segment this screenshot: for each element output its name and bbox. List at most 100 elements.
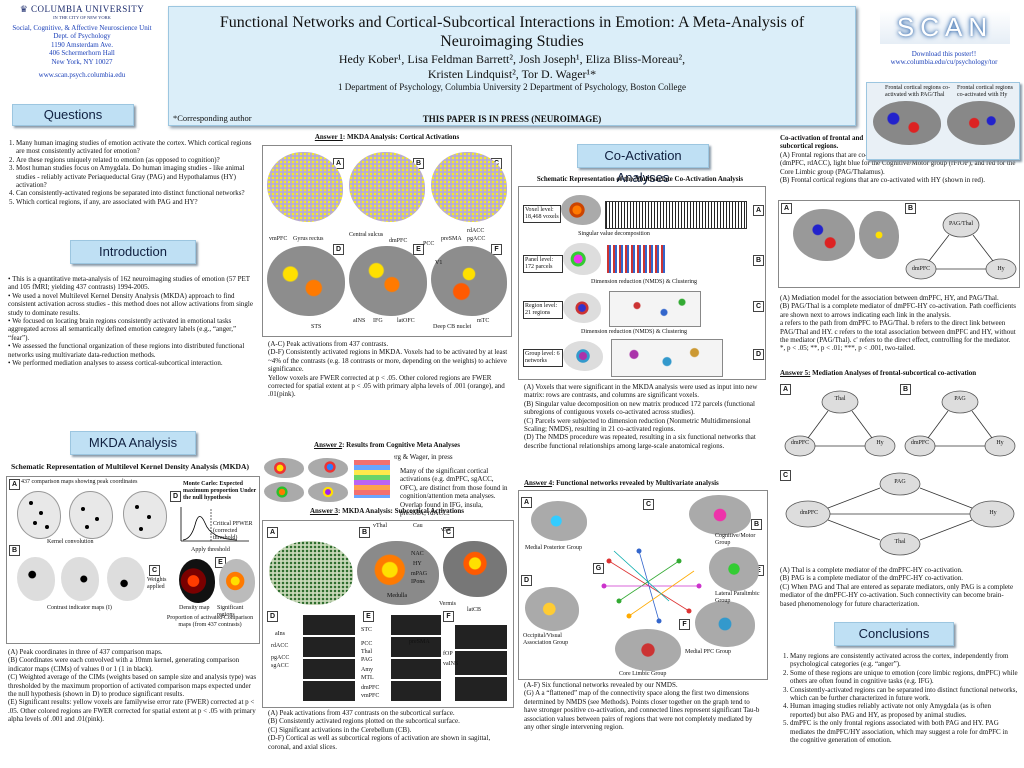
label-presma: preSMA xyxy=(441,236,462,242)
cim-map-2 xyxy=(61,557,99,601)
med-node-x: dmPFC xyxy=(911,266,931,272)
section-mkda-analysis: MKDA Analysis xyxy=(70,431,196,455)
mediation-brain-axial xyxy=(859,211,899,259)
question-item: Most human studies focus on Amygdala. Do… xyxy=(16,164,254,189)
mkda-schematic-title: Schematic Representation of Multilevel K… xyxy=(11,462,249,471)
panel-a-label: A xyxy=(780,384,791,395)
conclusion-item: Many regions are consistently activated … xyxy=(790,652,1018,669)
panel-g-label: G xyxy=(593,563,604,574)
med5-pag-node-c: PAG xyxy=(894,479,906,485)
question-item: Which cortical regions, if any, are asso… xyxy=(16,198,254,206)
conclusion-item: dmPFC is the only frontal regions associ… xyxy=(790,719,1018,744)
panel-c-label: C xyxy=(149,565,160,576)
panel-d-label: D xyxy=(267,611,278,622)
proportion-label: Proportion of activated Comparison maps … xyxy=(166,615,254,628)
network-brain-a xyxy=(531,501,587,541)
voxel-matrix xyxy=(605,201,747,229)
intro-item: • We assessed the functional organizatio… xyxy=(8,342,245,359)
pag-coactivation-brain xyxy=(873,101,941,145)
label-gyrus-rectus: Gyrus rectus xyxy=(293,236,324,242)
conclusion-item: Consistently-activated regions can be se… xyxy=(790,686,1018,703)
panel-b-label: B xyxy=(751,519,762,530)
answer5-caption: (A) Thal is a complete mediator of the d… xyxy=(780,566,1014,608)
med-node-mediator: PAG/Thal xyxy=(948,221,974,227)
panel-e-label: E xyxy=(363,611,374,622)
answer3-figure: A B C vThal Cau vStr NAC HY mPAG IPons M… xyxy=(262,520,514,708)
question-item: Can consistently-activated regions be se… xyxy=(16,189,254,197)
answer4-figure: A C B G D E F Cognitive/Motor Group Medi… xyxy=(518,490,768,680)
med5-y-node-c: Hy xyxy=(989,510,997,516)
cim-map-3 xyxy=(107,557,145,601)
answer2-text: Many of the significant cortical activat… xyxy=(400,467,508,518)
intro-list: • This is a quantitative meta-analysis o… xyxy=(8,275,256,367)
questions-list: Many human imaging studies of emotion ac… xyxy=(4,139,254,206)
coact-schematic-figure: Voxel level: 18,468 voxels A Singular va… xyxy=(518,186,766,380)
med-node-y: Hy xyxy=(997,266,1005,272)
answer4-caption: (A-F) Six functional networks revealed b… xyxy=(524,681,760,732)
subcortical-mkda xyxy=(357,541,439,605)
med5-x-node-b: dmPFC xyxy=(910,440,930,446)
brain-fig-b-title: Frontal cortical regions co-activated wi… xyxy=(957,85,1013,98)
label-sts: STS xyxy=(311,324,322,330)
panel-b-label: B xyxy=(359,527,370,538)
cortex-mkda-lateral xyxy=(267,246,345,316)
conclusion-item: Some of these regions are unique to emot… xyxy=(790,669,1018,686)
brain-fig-a-title: Frontal cortical regions co-activated wi… xyxy=(885,85,951,98)
cog-brain-lateral xyxy=(264,458,304,478)
label-vmpfc: vmPFC xyxy=(361,693,380,699)
label-vains: vaINS xyxy=(443,661,459,667)
authors-line-2: Kristen Lindquist², Tor D. Wager¹* xyxy=(427,67,597,81)
cog-legend xyxy=(354,460,390,498)
panel-d-label: D xyxy=(753,349,764,360)
null-distribution-plot xyxy=(180,507,249,542)
panel-c-label: C xyxy=(753,301,764,312)
label-vthal: vThal xyxy=(373,523,387,529)
step-region: Region level: 21 regions xyxy=(523,301,563,319)
title-banner: Functional Networks and Cortical-Subcort… xyxy=(168,6,856,126)
answer5-title: Answer 5: Mediation Analyses of frontal-… xyxy=(780,369,977,377)
label-nac: NAC xyxy=(411,551,424,557)
label-ains: aINS xyxy=(353,318,366,324)
density-label: Density map xyxy=(179,605,210,611)
parcel-matrix xyxy=(607,245,667,273)
mediation-brain-sagittal xyxy=(793,209,855,261)
download-url[interactable]: www.columbia.edu/cu/psychology/tor xyxy=(890,58,998,67)
label-ifg: IFG xyxy=(373,318,383,324)
network-brain-d xyxy=(525,587,579,631)
med5-thal-node: Thal xyxy=(834,396,846,402)
significant-label: Significant regions xyxy=(217,605,244,618)
critical-label: Critical PFWER (corrected threshold) xyxy=(213,521,253,541)
poster-title: Functional Networks and Cortical-Subcort… xyxy=(219,14,805,50)
answer2-title: Answer 2: Results from Cognitive Meta An… xyxy=(314,441,460,449)
med5-x-node-a: dmPFC xyxy=(790,440,810,446)
university-sub: IN THE CITY OF NEW YORK xyxy=(53,15,111,20)
peak-map-1 xyxy=(17,491,61,539)
lab-url[interactable]: www.scan.psych.columbia.edu xyxy=(38,71,126,80)
panel-d-label: D xyxy=(521,575,532,586)
label-v1: V1 xyxy=(435,260,443,266)
label-ipons: IPons xyxy=(411,579,425,585)
answer1-title: Answer 1: MKDA Analysis: Cortical Activa… xyxy=(314,133,460,141)
hy-coactivation-brain xyxy=(947,101,1015,145)
region-brain xyxy=(563,293,601,323)
panel-a-label: A xyxy=(9,479,20,490)
label-sgacc: sgACC xyxy=(271,663,289,669)
label-pcc: PCC xyxy=(423,241,435,247)
significant-map xyxy=(219,559,255,603)
panel-a-label: A xyxy=(521,497,532,508)
peak-map-2 xyxy=(69,491,113,539)
slice-grid-d xyxy=(303,615,355,703)
label-vstr: vStr xyxy=(441,527,452,533)
cortex-peaks-ventral xyxy=(431,152,507,222)
mediation-figure: A B PAG/Thal dmPFC Hy xyxy=(778,200,1020,288)
label-stc: STC xyxy=(361,627,373,633)
panel-b-label: B xyxy=(753,255,764,266)
section-questions: Questions xyxy=(12,104,134,126)
cim-map-1 xyxy=(17,557,55,601)
crown-icon: ♛ xyxy=(19,4,29,14)
conclusion-item: Human imaging studies reliably activate … xyxy=(790,702,1018,719)
connectivity-graph xyxy=(601,548,702,624)
answer3-title: Answer 3: MKDA Analysis: Subcortical Act… xyxy=(309,507,465,515)
cog-brain-medial xyxy=(308,458,348,478)
cog-brain-medial-2 xyxy=(308,482,348,502)
